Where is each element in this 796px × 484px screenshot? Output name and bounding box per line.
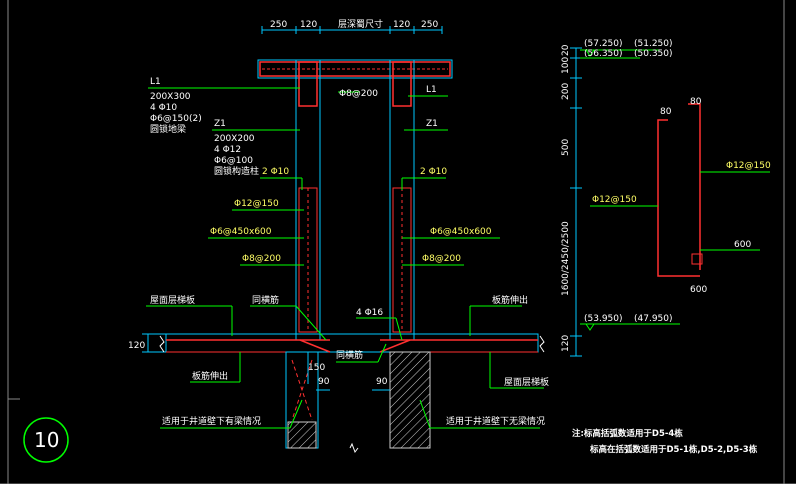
dim-120-left-side: 120 xyxy=(128,341,145,351)
detail-600-a: 600 xyxy=(734,240,751,250)
detail-600-b: 600 xyxy=(690,285,707,295)
v-dim-long: 1600/2450/2500 xyxy=(561,221,571,296)
left-lintel: 同横筋 xyxy=(252,294,279,306)
right-lintel: 同横筋 xyxy=(336,349,363,361)
v-dim-100: 100 xyxy=(561,57,571,74)
note-b: 适用于井道壁下无梁情况 xyxy=(446,415,545,427)
elev-top-b: (51.250) xyxy=(634,39,673,49)
right-slab-edge: 屋面层梯板 xyxy=(504,376,549,388)
elev-bot-b: (47.950) xyxy=(634,314,673,324)
dim-mid: 层深蜀尺寸 xyxy=(338,18,383,30)
right-z1: Z1 xyxy=(426,119,438,129)
dim-250-right: 250 xyxy=(421,20,438,30)
elev-top-a: (57.250) xyxy=(584,39,623,49)
z1-size: 200X200 xyxy=(214,134,255,144)
dim-90-left: 90 xyxy=(318,377,330,387)
dim-90-right: 90 xyxy=(376,377,388,387)
left-slab-edge: 屋面层梯板 xyxy=(150,294,195,306)
l1-name: L1 xyxy=(150,77,161,87)
detail-number-badge: 10 xyxy=(23,417,69,463)
right-wall xyxy=(389,59,415,341)
top-dimension xyxy=(261,26,443,34)
right-2phi10: 2 Φ10 xyxy=(420,167,447,177)
dim-150: 150 xyxy=(308,363,325,373)
left-phi8-200: Φ8@200 xyxy=(242,254,281,264)
left-wall xyxy=(295,59,321,341)
z1-note: 圆锁构造柱 xyxy=(214,165,259,177)
note-a: 适用于井道壁下有梁情况 xyxy=(162,415,261,427)
detail-phi12-right: Φ12@150 xyxy=(726,161,771,171)
v-dim-20: 20 xyxy=(561,44,571,56)
left-2phi10: 2 Φ10 xyxy=(262,167,289,177)
elev-top-c: (56.350) xyxy=(584,49,623,59)
l1-stirrup: Φ6@150(2) xyxy=(150,114,202,124)
detail-80-left: 80 xyxy=(660,107,672,117)
z1-bar: 4 Φ12 xyxy=(214,145,241,155)
v-dim-500: 500 xyxy=(561,139,571,156)
elev-top-d: (50.350) xyxy=(634,49,673,59)
detail-phi12-left: Φ12@150 xyxy=(592,195,637,205)
top-slab xyxy=(257,59,453,79)
l1-size: 200X300 xyxy=(150,92,191,102)
left-phi6-450: Φ6@450x600 xyxy=(210,227,272,237)
right-labels: Φ8@200 L1 Z1 2 Φ10 Φ6@450x600 Φ8@200 4 Φ… xyxy=(336,85,549,429)
right-phi6-450: Φ6@450x600 xyxy=(430,227,492,237)
note-line-2: 标高在括弧数适用于D5-1栋,D5-2,D5-3栋 xyxy=(589,444,758,455)
left-labels: L1 200X300 4 Φ10 Φ6@150(2) 圆锁地梁 Z1 200X2… xyxy=(146,77,327,429)
z1-stirrup: Φ6@100 xyxy=(214,156,253,166)
misc-dimensions xyxy=(142,333,390,391)
wall-detail xyxy=(590,103,770,277)
dim-120-left: 120 xyxy=(300,20,317,30)
right-phi8-200-top: Φ8@200 xyxy=(339,89,378,99)
left-slab-out: 板筋伸出 xyxy=(192,370,228,382)
bottom-slab xyxy=(165,333,539,353)
right-4phi16: 4 Φ16 xyxy=(356,308,383,318)
elev-bot-a: (53.950) xyxy=(584,314,623,324)
elevation-marks xyxy=(580,49,680,331)
detail-number: 10 xyxy=(34,428,59,452)
right-phi8-200: Φ8@200 xyxy=(422,254,461,264)
vertical-dimension xyxy=(570,47,582,357)
dim-120-right: 120 xyxy=(393,20,410,30)
right-slab-out: 板筋伸出 xyxy=(492,294,528,306)
break-marks xyxy=(159,335,545,454)
l1-note: 圆锁地梁 xyxy=(150,123,186,135)
detail-80-right: 80 xyxy=(690,97,702,107)
l1-bar: 4 Φ10 xyxy=(150,103,177,113)
right-l1: L1 xyxy=(426,85,437,95)
right-support xyxy=(389,351,431,449)
z1-name: Z1 xyxy=(214,119,226,129)
v-dim-200: 200 xyxy=(561,83,571,100)
v-dim-120: 120 xyxy=(561,335,571,352)
dim-250-left: 250 xyxy=(270,20,287,30)
left-support xyxy=(285,351,319,449)
note-line-1: 注:标高括弧数适用于D5-4栋 xyxy=(572,428,683,439)
left-phi12-150: Φ12@150 xyxy=(234,199,279,209)
